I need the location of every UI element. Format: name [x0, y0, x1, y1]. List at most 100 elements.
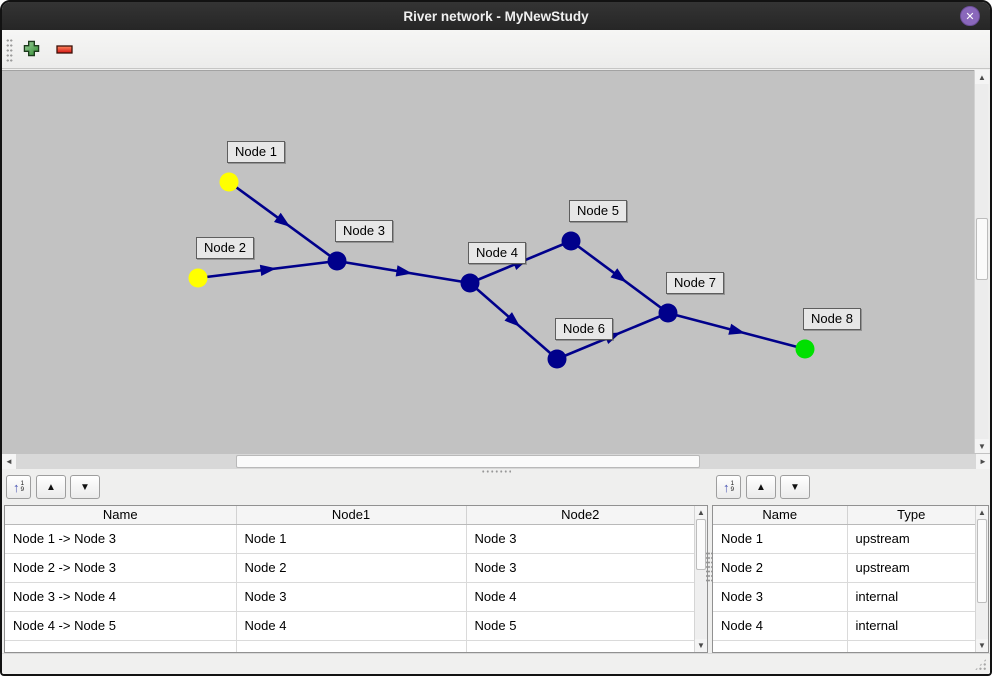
table-cell[interactable]: Node 3	[466, 553, 694, 583]
column-header-name[interactable]: Name	[5, 506, 237, 525]
table-cell[interactable]: Node 4	[713, 611, 848, 641]
move-node-up-button[interactable]: ▲	[746, 475, 776, 499]
scroll-right-arrow-icon[interactable]: ►	[976, 454, 990, 469]
node-label-n1[interactable]: Node 1	[227, 141, 285, 163]
nodes-scrollbar-thumb[interactable]	[977, 519, 987, 603]
titlebar[interactable]: River network - MyNewStudy ✕	[2, 2, 990, 30]
links-scrollbar-thumb[interactable]	[696, 519, 706, 570]
graph-node-n8[interactable]	[795, 339, 815, 359]
table-cell[interactable]	[847, 640, 975, 652]
nodes-table-scrollbar[interactable]: ▲ ▼	[975, 506, 988, 652]
table-cell[interactable]: Node 4	[236, 611, 467, 641]
scroll-down-arrow-icon[interactable]: ▼	[976, 639, 988, 652]
node-label-n8[interactable]: Node 8	[803, 308, 861, 330]
table-cell[interactable]: Node 2	[713, 553, 848, 583]
table-cell[interactable]	[466, 640, 694, 652]
column-header-type[interactable]: Type	[847, 506, 975, 525]
graph-node-n7[interactable]	[658, 303, 678, 323]
table-cell[interactable]: Node 1	[713, 524, 848, 554]
graph-node-n3[interactable]	[327, 251, 347, 271]
node-label-n3[interactable]: Node 3	[335, 220, 393, 242]
table-cell[interactable]: Node 4 -> Node 5	[5, 611, 237, 641]
scroll-up-arrow-icon[interactable]: ▲	[976, 506, 988, 519]
table-cell[interactable]: Node 3 -> Node 4	[5, 582, 237, 612]
table-cell[interactable]: internal	[847, 611, 975, 641]
graph-node-n6[interactable]	[547, 349, 567, 369]
graph-node-n2[interactable]	[188, 268, 208, 288]
edge-arrow-icon	[504, 312, 521, 327]
move-link-down-button[interactable]: ▼	[70, 475, 100, 499]
table-cell[interactable]: internal	[847, 582, 975, 612]
table-cell[interactable]: upstream	[847, 553, 975, 583]
status-bar	[2, 653, 990, 674]
table-cell[interactable]: Node 1 -> Node 3	[5, 524, 237, 554]
graph-node-n5[interactable]	[561, 231, 581, 251]
toolbar-grip-handle[interactable]	[6, 38, 13, 63]
edge-arrow-icon	[259, 264, 277, 277]
remove-button[interactable]	[52, 39, 76, 61]
horizontal-splitter[interactable]	[2, 469, 990, 473]
resize-grip-icon[interactable]	[974, 658, 987, 671]
up-arrow-icon: ▲	[756, 481, 766, 493]
node-label-n2[interactable]: Node 2	[196, 237, 254, 259]
node-label-n4[interactable]: Node 4	[468, 242, 526, 264]
table-cell[interactable]: upstream	[847, 524, 975, 554]
column-header-node2[interactable]: Node2	[466, 506, 694, 525]
table-cell[interactable]: Node 3	[713, 582, 848, 612]
canvas-vertical-scrollbar[interactable]: ▲ ▼	[974, 70, 989, 453]
vertical-scrollbar-thumb[interactable]	[976, 218, 988, 280]
column-header-name[interactable]: Name	[713, 506, 848, 525]
scroll-up-arrow-icon[interactable]: ▲	[695, 506, 707, 519]
node-label-n5[interactable]: Node 5	[569, 200, 627, 222]
table-cell[interactable]	[713, 640, 848, 652]
horizontal-scrollbar-thumb[interactable]	[236, 455, 700, 468]
graph-node-n4[interactable]	[460, 273, 480, 293]
scroll-up-arrow-icon[interactable]: ▲	[975, 70, 989, 84]
add-button[interactable]	[19, 39, 43, 61]
table-cell[interactable]: Node 2 -> Node 3	[5, 553, 237, 583]
edge-arrow-icon	[273, 212, 291, 227]
window-title: River network - MyNewStudy	[403, 8, 589, 24]
graph-node-n1[interactable]	[219, 172, 239, 192]
table-cell[interactable]: Node 4	[466, 582, 694, 612]
close-button[interactable]: ✕	[960, 6, 980, 26]
vertical-splitter[interactable]	[706, 551, 712, 583]
scroll-down-arrow-icon[interactable]: ▼	[975, 439, 989, 453]
edge-arrow-icon	[728, 323, 746, 335]
scroll-down-arrow-icon[interactable]: ▼	[695, 639, 707, 652]
table-cell[interactable]: Node 3	[236, 582, 467, 612]
table-row-partial[interactable]	[5, 640, 694, 652]
table-cell[interactable]: Node 3	[466, 524, 694, 554]
table-cell[interactable]: Node 1	[236, 524, 467, 554]
node-label-n6[interactable]: Node 6	[555, 318, 613, 340]
table-cell[interactable]	[236, 640, 467, 652]
table-cell[interactable]: Node 5	[466, 611, 694, 641]
river-network-canvas[interactable]: Node 1 Node 2 Node 3 Node 4 Node 5 Node 6 Node…	[2, 70, 974, 453]
table-row-partial[interactable]	[713, 640, 975, 652]
scroll-left-arrow-icon[interactable]: ◄	[2, 454, 16, 469]
table-cell[interactable]	[5, 640, 237, 652]
links-table-scrollbar[interactable]: ▲ ▼	[694, 506, 707, 652]
move-node-down-button[interactable]: ▼	[780, 475, 810, 499]
table-cell[interactable]: Node 2	[236, 553, 467, 583]
node-label-n7[interactable]: Node 7	[666, 272, 724, 294]
move-link-up-button[interactable]: ▲	[36, 475, 66, 499]
canvas-horizontal-scrollbar[interactable]: ◄ ►	[2, 453, 990, 469]
column-header-node1[interactable]: Node1	[236, 506, 467, 525]
